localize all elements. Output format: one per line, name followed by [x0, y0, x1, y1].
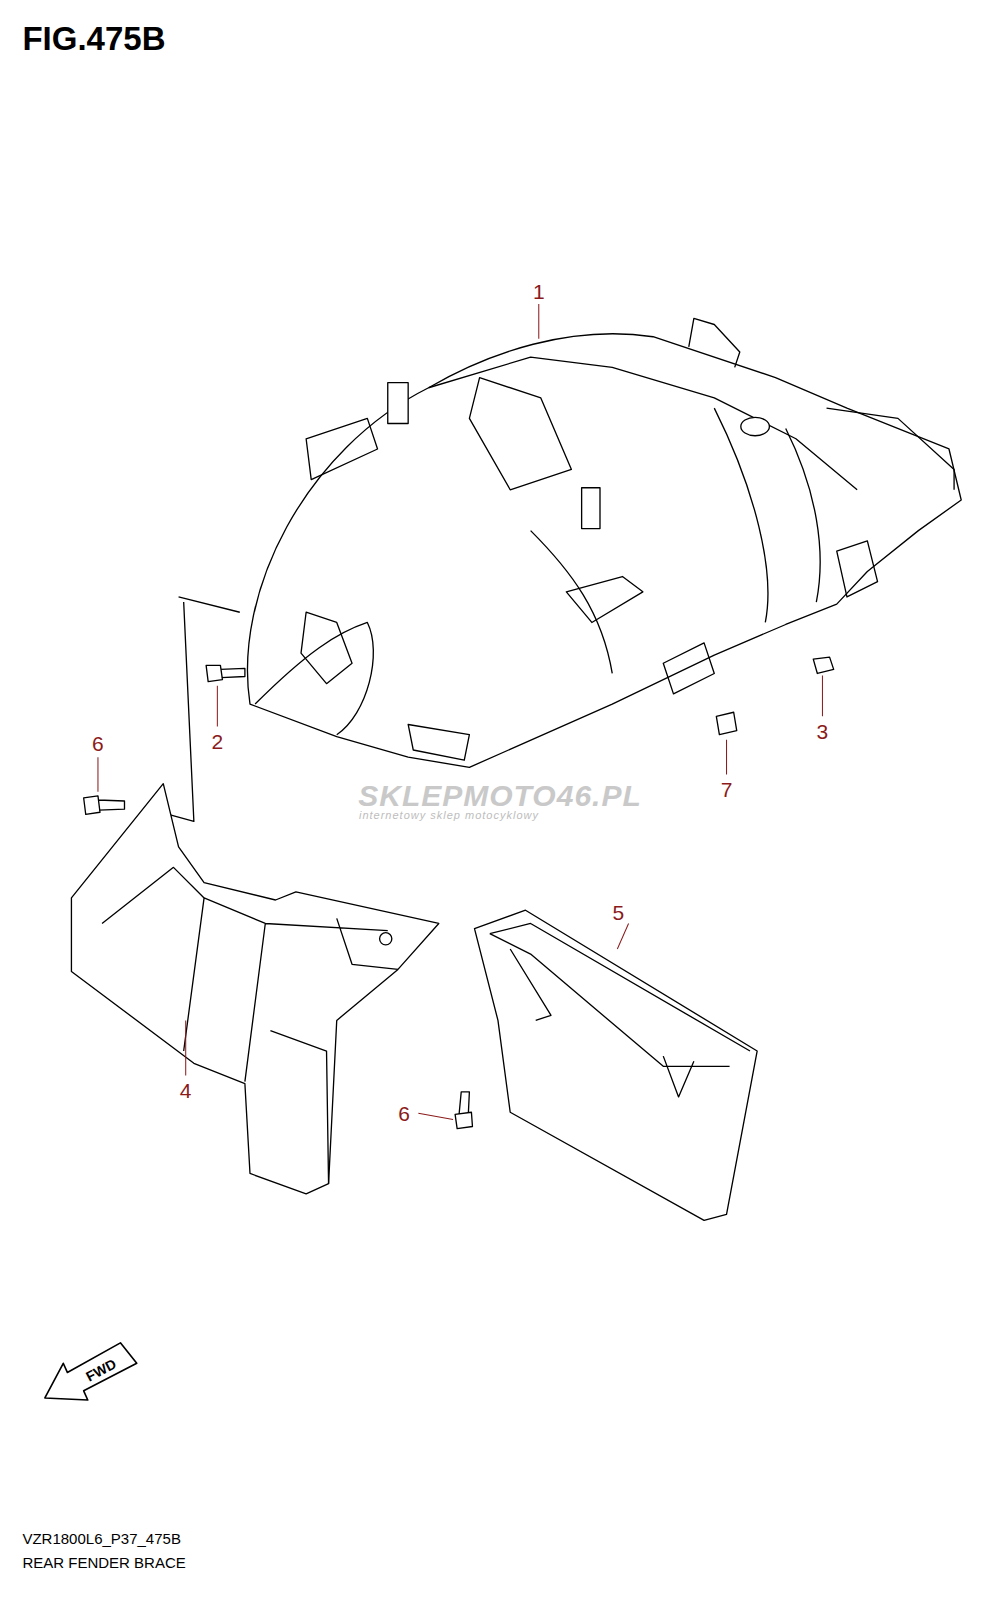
callout-number: 4: [180, 1079, 192, 1100]
fender-brace: [71, 784, 438, 1194]
diagram-code: VZR1800L6_P37_475B: [22, 1531, 180, 1546]
callout-number: 7: [721, 778, 733, 799]
callout-number: 6: [398, 1103, 410, 1124]
nut: [813, 657, 833, 673]
callout-number: 2: [212, 730, 224, 751]
fender-cover: [474, 910, 757, 1220]
forward-arrow: [45, 1343, 137, 1400]
bolt: [206, 665, 245, 681]
rear-fender: [247, 334, 961, 768]
callout-number: 6: [92, 732, 104, 753]
figure-title: FIG.475B: [22, 22, 165, 55]
diagram-name: REAR FENDER BRACE: [22, 1555, 185, 1570]
clip: [716, 712, 736, 734]
callout-number: 1: [533, 280, 545, 301]
bolt: [455, 1092, 472, 1129]
callout-number: 3: [817, 720, 829, 741]
watermark: SKLEPMOTO46.PL: [358, 781, 642, 811]
callout-number: 5: [613, 902, 625, 923]
bolt: [84, 796, 125, 814]
watermark-subtitle: internetowy sklep motocyklowy: [359, 810, 539, 821]
